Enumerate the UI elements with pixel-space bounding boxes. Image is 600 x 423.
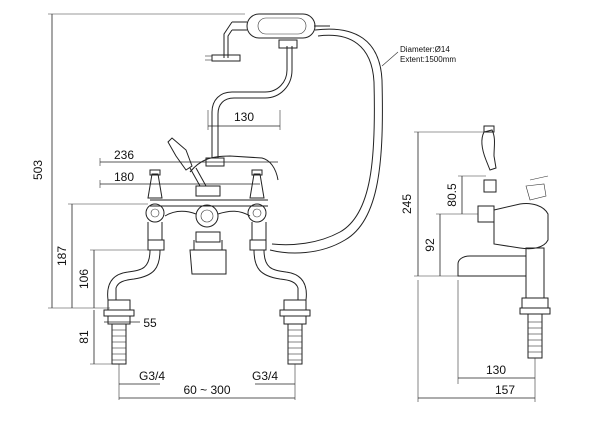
side-valve-body: [493, 175, 549, 250]
side-spout: [457, 255, 527, 277]
hose-extent-note: Extent:1500mm: [400, 55, 456, 64]
leg-left: [107, 222, 165, 301]
dim-overall-height: 503: [31, 160, 45, 180]
dim-valve-span: 180: [114, 170, 134, 184]
hose-diameter-note: Diameter:Ø14: [400, 45, 450, 54]
side-dimension-lines: [414, 131, 536, 402]
dim-lever-offset: 80.5: [445, 183, 459, 207]
spout: [189, 240, 227, 275]
tail-left: [103, 299, 135, 365]
front-dimension-lines: [48, 13, 296, 400]
side-view: 245 80.5 92 130 157: [400, 125, 551, 402]
side-stem: [519, 247, 551, 359]
dim-spout-reach: 130: [486, 363, 506, 377]
dim-spout-height: 92: [423, 238, 437, 252]
side-lever-icon: [477, 125, 497, 223]
diverter-lever-icon: [167, 137, 207, 187]
dim-thread-left: G3/4: [139, 369, 165, 383]
dim-side-depth: 157: [495, 383, 515, 397]
dim-centres: 60 ~ 300: [183, 383, 230, 397]
bridge: [150, 155, 279, 207]
dim-side-height: 245: [400, 194, 414, 214]
dim-cradle-offset: 130: [234, 110, 254, 124]
lever-handle-right-icon: [247, 169, 267, 223]
valve-body: [164, 185, 251, 243]
dim-leg-height: 106: [77, 269, 91, 289]
dim-handle-span: 236: [114, 148, 134, 162]
handset-icon: [205, 13, 330, 62]
dim-thread-right: G3/4: [252, 369, 278, 383]
dim-body-height: 187: [55, 246, 69, 266]
lever-handle-left-icon: [145, 169, 165, 223]
hose: [269, 28, 383, 254]
tail-right: [279, 299, 311, 365]
shower-cradle: [205, 39, 298, 167]
front-view: 503 130 236 180 187 106 55 81 G3/4 G3/4 …: [31, 13, 456, 400]
leg-right: [249, 222, 307, 301]
dim-nut-width: 55: [143, 316, 157, 330]
dim-tail-length: 81: [77, 330, 91, 344]
